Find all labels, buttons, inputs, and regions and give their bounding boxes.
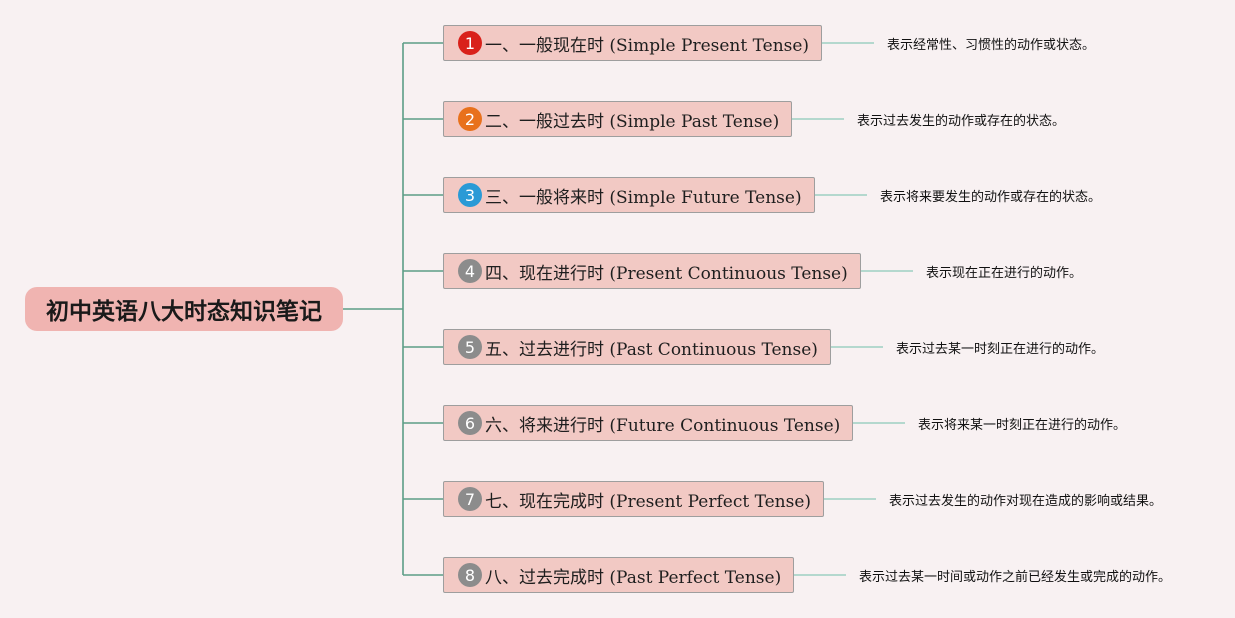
number-badge-icon: 7 [458,487,482,511]
root-topic[interactable]: 初中英语八大时态知识笔记 [25,287,343,331]
topic-description-4[interactable]: 表示现在正在进行的动作。 [926,265,1083,281]
topic-description-5[interactable]: 表示过去某一时刻正在进行的动作。 [896,341,1105,357]
topic-node-label: 八、过去完成时 (Past Perfect Tense) [485,567,782,588]
topic-node-label: 二、一般过去时 (Simple Past Tense) [485,111,780,132]
topic-node-label: 七、现在完成时 (Present Perfect Tense) [485,491,812,512]
topic-node-label: 四、现在进行时 (Present Continuous Tense) [485,263,848,284]
topic-node-label: 三、一般将来时 (Simple Future Tense) [485,187,802,208]
topic-node-label: 六、将来进行时 (Future Continuous Tense) [485,415,841,436]
number-badge-icon: 4 [458,259,482,283]
topic-description-6[interactable]: 表示将来某一时刻正在进行的动作。 [918,417,1127,433]
topic-description-1[interactable]: 表示经常性、习惯性的动作或状态。 [887,37,1096,53]
topic-description-3[interactable]: 表示将来要发生的动作或存在的状态。 [880,189,1102,205]
topic-node-label: 一、一般现在时 (Simple Present Tense) [485,35,810,56]
number-badge-icon: 3 [458,183,482,207]
number-badge-icon: 6 [458,411,482,435]
number-badge-icon: 8 [458,563,482,587]
topic-description-7[interactable]: 表示过去发生的动作对现在造成的影响或结果。 [889,493,1163,509]
topic-description-8[interactable]: 表示过去某一时间或动作之前已经发生或完成的动作。 [859,569,1172,585]
topic-description-2[interactable]: 表示过去发生的动作或存在的状态。 [857,113,1066,129]
number-badge-icon: 1 [458,31,482,55]
topic-node-label: 五、过去进行时 (Past Continuous Tense) [485,339,818,360]
root-topic-label: 初中英语八大时态知识笔记 [46,299,322,325]
number-badge-icon: 5 [458,335,482,359]
number-badge-icon: 2 [458,107,482,131]
